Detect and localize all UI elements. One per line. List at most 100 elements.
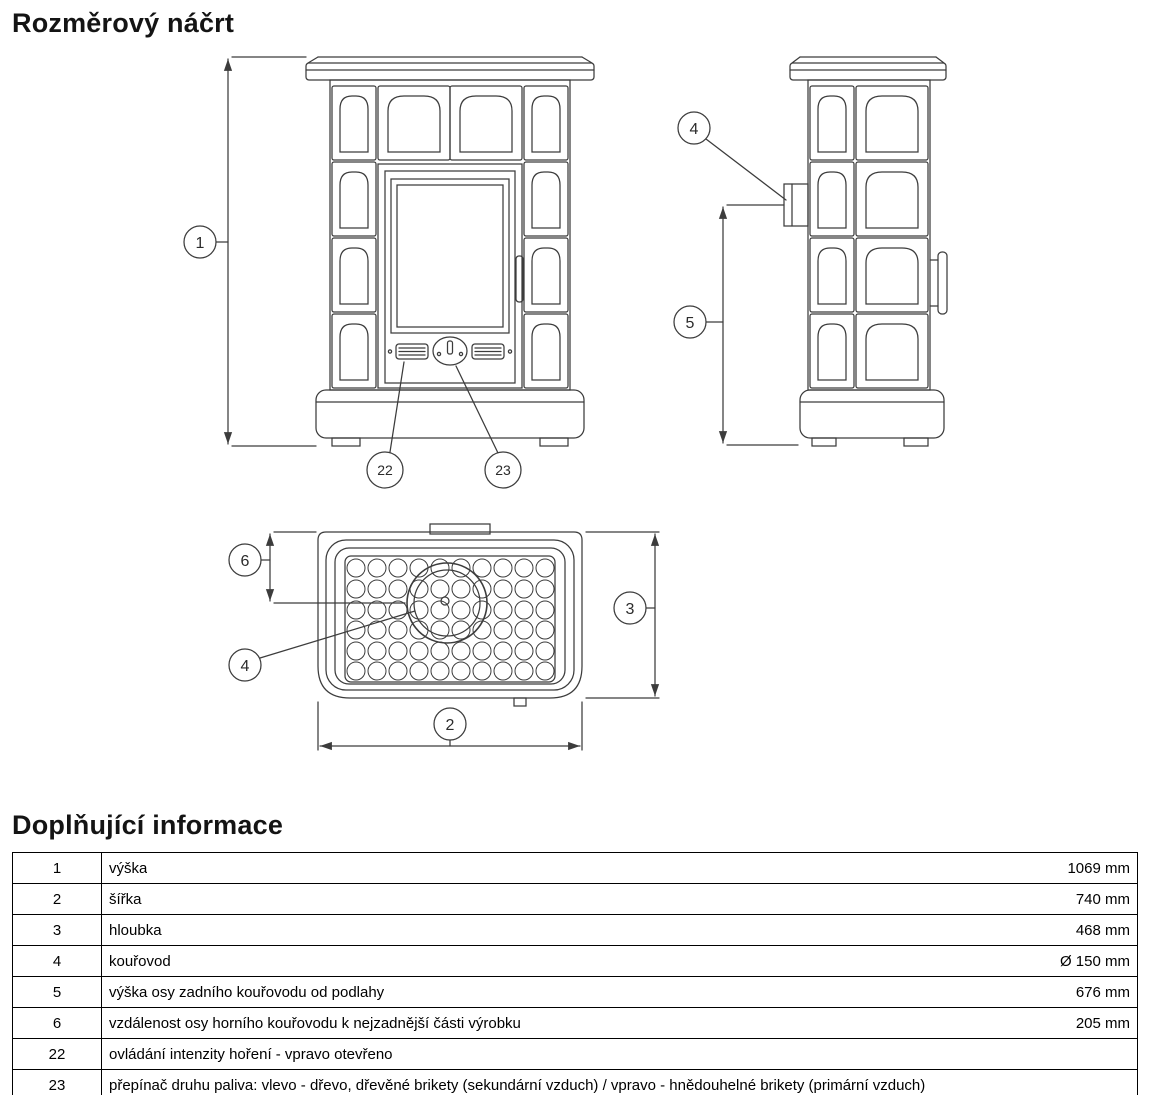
- row-number: 2: [12, 883, 102, 915]
- door-handle-side: [929, 251, 948, 315]
- tile: [523, 313, 569, 389]
- row-description: ovládání intenzity hoření - vpravo otevř…: [109, 1045, 393, 1063]
- base-plinth-side: [799, 389, 945, 447]
- callout-label-rear-flue-axis-height: 5: [686, 315, 695, 332]
- front-view-drawing: [305, 56, 595, 447]
- row-value: Ø 150 mm: [1059, 952, 1130, 970]
- row-number: 3: [12, 914, 102, 946]
- tile: [855, 161, 929, 237]
- callout-label-depth: 3: [626, 601, 635, 618]
- row-number: 4: [12, 945, 102, 977]
- tile: [809, 161, 855, 237]
- dimension-height: [183, 56, 317, 447]
- row-value: 1069 mm: [1067, 859, 1130, 877]
- table-row: 1 výška 1069 mm: [12, 852, 1138, 884]
- row-number: 23: [12, 1069, 102, 1095]
- row-description: vzdálenost osy horního kouřovodu k nejza…: [109, 1014, 521, 1032]
- tile: [377, 85, 451, 161]
- dimension-sketch-drawing: 1 22 23 4 5 6 4 3 2: [183, 56, 948, 751]
- tile: [855, 85, 929, 161]
- callout-label-width: 2: [446, 717, 455, 734]
- callout-intensity-control: [366, 361, 405, 489]
- callout-label-intensity-control: 22: [377, 462, 393, 478]
- tile: [331, 161, 377, 237]
- row-number: 6: [12, 1007, 102, 1039]
- top-plate-outline: [317, 531, 583, 699]
- foot: [331, 437, 361, 447]
- row-description: výška: [109, 859, 148, 877]
- tile: [523, 237, 569, 313]
- callout-label-flue-side: 4: [690, 121, 699, 138]
- tile-columns: [331, 85, 569, 389]
- top-flue-opening: [406, 562, 488, 644]
- table-row: 22 ovládání intenzity hoření - vpravo ot…: [12, 1038, 1138, 1070]
- row-description: šířka: [109, 890, 142, 908]
- row-number: 5: [12, 976, 102, 1008]
- table-row: 4 kouřovod Ø 150 mm: [12, 945, 1138, 977]
- callout-circle-height: [183, 225, 217, 259]
- callout-label-top-flue-axis-distance: 6: [241, 553, 250, 570]
- tile: [331, 85, 377, 161]
- row-description: hloubka: [109, 921, 162, 939]
- intensity-control-grille: [395, 343, 429, 360]
- row-description: výška osy zadního kouřovodu od podlahy: [109, 983, 385, 1001]
- side-view-drawing: [783, 56, 948, 447]
- foot: [903, 437, 929, 447]
- row-number: 1: [12, 852, 102, 884]
- row-value: 676 mm: [1075, 983, 1130, 1001]
- tile: [809, 237, 855, 313]
- hotplate-grille: [344, 555, 556, 683]
- tile: [855, 237, 929, 313]
- tile: [809, 85, 855, 161]
- air-grille: [471, 343, 505, 360]
- tile-columns-side: [809, 85, 929, 389]
- dimension-rear-flue-axis-height: [673, 204, 799, 446]
- tile: [331, 237, 377, 313]
- door-handle: [515, 255, 524, 303]
- section-title-additional-info: Doplňující informace: [12, 810, 284, 840]
- tile: [331, 313, 377, 389]
- door-glass: [390, 178, 510, 334]
- tile: [809, 313, 855, 389]
- dimension-top-flue-axis-distance: [228, 531, 406, 604]
- base-plinth: [315, 389, 585, 447]
- foot: [811, 437, 837, 447]
- row-number: 22: [12, 1038, 102, 1070]
- row-value: 740 mm: [1075, 890, 1130, 908]
- table-row: 5 výška osy zadního kouřovodu od podlahy…: [12, 976, 1138, 1008]
- table-row: 2 šířka 740 mm: [12, 883, 1138, 915]
- dimension-width: [317, 701, 583, 751]
- top-view-drawing: [317, 523, 583, 707]
- row-value: 468 mm: [1075, 921, 1130, 939]
- fuel-switch-knob: [432, 336, 468, 366]
- additional-info-table: 1 výška 1069 mm 2 šířka 740 mm 3 hloubka…: [12, 852, 1138, 1095]
- callout-flue-side: [677, 111, 787, 201]
- row-description: kouřovod: [109, 952, 171, 970]
- section-title-dimension-sketch: Rozměrový náčrt: [12, 8, 235, 38]
- tile: [523, 85, 569, 161]
- stove-door: [377, 163, 524, 389]
- dimension-depth: [585, 531, 660, 699]
- callout-label-fuel-switch: 23: [495, 462, 511, 478]
- callout-flue-top: [228, 610, 416, 682]
- air-controls: [387, 336, 513, 366]
- rear-flue-outlet: [783, 183, 809, 227]
- stove-body-side: [807, 79, 931, 391]
- row-value: 205 mm: [1075, 1014, 1130, 1032]
- table-row: 3 hloubka 468 mm: [12, 914, 1138, 946]
- hotplate-hole-pattern: [346, 558, 555, 681]
- callout-label-flue-top: 4: [241, 658, 250, 675]
- foot: [539, 437, 569, 447]
- table-row: 23 přepínač druhu paliva: vlevo - dřevo,…: [12, 1069, 1138, 1095]
- tile: [523, 161, 569, 237]
- front-tab: [513, 697, 527, 707]
- top-slab: [789, 56, 947, 81]
- callout-fuel-switch: [455, 365, 522, 489]
- row-description: přepínač druhu paliva: vlevo - dřevo, dř…: [109, 1076, 926, 1094]
- tile: [855, 313, 929, 389]
- top-slab: [305, 56, 595, 81]
- table-row: 6 vzdálenost osy horního kouřovodu k nej…: [12, 1007, 1138, 1039]
- tile: [449, 85, 523, 161]
- rear-flue-stub-top: [429, 523, 491, 535]
